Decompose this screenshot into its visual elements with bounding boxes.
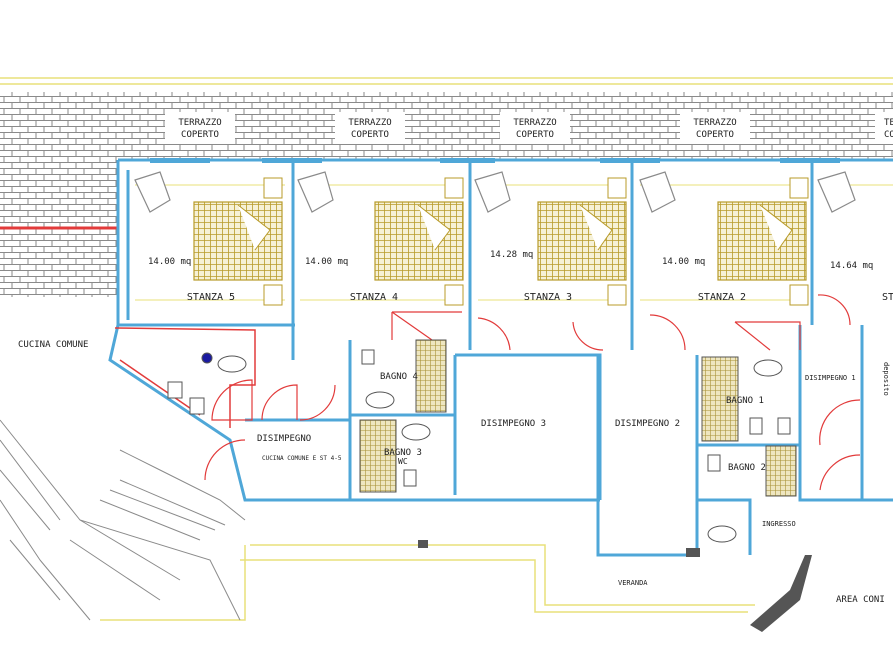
label-deposito: deposito <box>882 362 890 396</box>
bed-stanza-3 <box>537 177 627 306</box>
label-veranda: VERANDA <box>618 579 648 587</box>
label-bagno-1: BAGNO 1 <box>726 396 764 406</box>
svg-text:COPERTO: COPERTO <box>351 130 389 140</box>
terrace-1-line-2: COPERTO <box>181 130 219 140</box>
terrace-5-line-2: COPERTO <box>884 130 893 140</box>
area-stanza-5: 14.00 mq <box>148 257 191 267</box>
area-stanza-1: 14.64 mq <box>830 261 873 271</box>
label-bagno-3: BAGNO 3 <box>384 448 422 458</box>
label-disimpegno-note: CUCINA COMUNE E ST 4-5 <box>262 455 342 462</box>
kitchen-walls <box>114 327 256 428</box>
structural <box>418 540 812 632</box>
label-stanza-2: STANZA 2 <box>698 292 746 303</box>
veranda-roof <box>0 419 246 621</box>
label-cucina-comune: CUCINA COMUNE <box>18 340 88 350</box>
area-stanza-2: 14.00 mq <box>662 257 705 267</box>
svg-text:COPERTO: COPERTO <box>516 130 554 140</box>
terrace-1-line-1: TERRAZZO <box>178 118 221 128</box>
terrace-5-line-1: TERRAZZO <box>884 118 893 128</box>
walls <box>108 158 893 557</box>
svg-text:TERRAZZO: TERRAZZO <box>693 118 736 128</box>
bed-stanza-4 <box>374 177 464 306</box>
beds <box>193 177 809 306</box>
svg-text:TERRAZZO: TERRAZZO <box>513 118 556 128</box>
svg-text:TERRAZZO: TERRAZZO <box>348 118 391 128</box>
label-disimpegno: DISIMPEGNO <box>257 434 311 444</box>
label-stanza-5: STANZA 5 <box>187 292 235 303</box>
doors <box>204 294 861 491</box>
label-bagno-4: BAGNO 4 <box>380 372 418 382</box>
windows <box>150 158 840 163</box>
label-ingresso: INGRESSO <box>762 520 796 528</box>
area-stanza-4: 14.00 mq <box>305 257 348 267</box>
label-bagno-2: BAGNO 2 <box>728 463 766 473</box>
labels: TERRAZZO COPERTO TERRAZZO COPERTO TERRAZ… <box>18 118 893 605</box>
label-disimpegno-3: DISIMPEGNO 3 <box>481 419 546 429</box>
label-stanza-1: ST <box>882 292 893 303</box>
terrace-2-line-2: COPERTO <box>351 130 389 140</box>
label-disimpegno-1: DISIMPEGNO 1 <box>805 374 856 382</box>
area-stanza-3: 14.28 mq <box>490 250 533 260</box>
label-wc: WC <box>398 457 408 466</box>
label-stanza-3: STANZA 3 <box>524 292 572 303</box>
svg-text:COPERTO: COPERTO <box>884 130 893 140</box>
terrace-3-line-2: COPERTO <box>516 130 554 140</box>
dimension-lines <box>135 184 893 301</box>
bed-stanza-5 <box>193 177 283 306</box>
site-boundary <box>0 77 893 621</box>
label-area-comune: AREA CONI <box>836 595 885 605</box>
terrace-2-line-1: TERRAZZO <box>348 118 391 128</box>
svg-text:COPERTO: COPERTO <box>181 130 219 140</box>
svg-text:COPERTO: COPERTO <box>696 130 734 140</box>
svg-text:TERRAZZO: TERRAZZO <box>178 118 221 128</box>
brick-walls <box>0 92 893 297</box>
armchairs <box>134 171 856 213</box>
bed-stanza-2 <box>717 177 809 306</box>
bathroom-fixtures <box>167 339 797 543</box>
terrace-4-line-2: COPERTO <box>696 130 734 140</box>
svg-text:TERRAZZO: TERRAZZO <box>884 118 893 128</box>
label-disimpegno-2: DISIMPEGNO 2 <box>615 419 680 429</box>
label-stanza-4: STANZA 4 <box>350 292 398 303</box>
terrace-4-line-1: TERRAZZO <box>693 118 736 128</box>
terrace-3-line-1: TERRAZZO <box>513 118 556 128</box>
